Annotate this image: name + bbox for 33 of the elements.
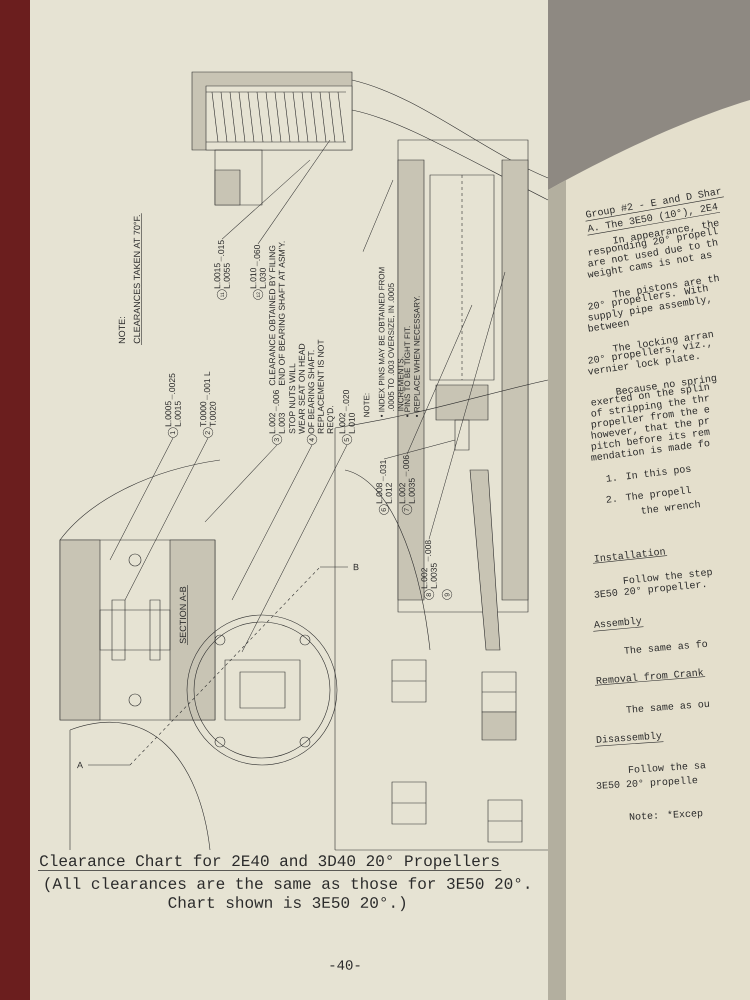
leader-line xyxy=(428,272,506,540)
leader-line xyxy=(222,160,310,240)
leader-line xyxy=(124,438,208,600)
page-text: The same as ou xyxy=(626,702,710,713)
leader-line xyxy=(110,438,174,560)
page-text: Follow the sa xyxy=(628,762,706,773)
page-text: Note: *Excep xyxy=(630,810,702,820)
page-text: the wrench xyxy=(642,500,700,514)
note-text: NOTE: • INDEX PINS MAY BE OBTAINED FROM .0005 TO .003 OVERSIZE, IN .0005 INCREMENTS. • PINS TO BE TIGHT FIT. • REPLACE WHEN NECESSARY. xyxy=(364,267,420,417)
leader-line xyxy=(232,444,312,600)
leader-line xyxy=(362,180,394,252)
page-text: The same as fo xyxy=(624,640,708,654)
page-number: -40- xyxy=(330,960,360,970)
note-heading: CLEARANCES TAKEN AT 70°F. xyxy=(134,213,142,346)
page-text: between xyxy=(588,320,629,332)
section-marker: B xyxy=(354,564,359,570)
section-label: SECTION A-B xyxy=(180,584,188,646)
page-text: 3E50 20° propelle xyxy=(596,776,698,789)
caption-text: (All clearances are the same as those for 3E50 20°. Chart shown is 3E50 20°.) xyxy=(46,877,529,912)
section-heading: Removal from Crank xyxy=(594,668,706,686)
leader-line xyxy=(384,440,456,460)
section-heading: Assembly xyxy=(593,617,644,632)
page-text: 2. The propell xyxy=(606,486,692,503)
note-text: NOTE: xyxy=(118,317,126,344)
leader-line xyxy=(204,444,278,522)
chart-title: Clearance Chart for 2E40 and 3D40 20° Propellers xyxy=(38,854,502,871)
section-heading: Disassembly xyxy=(594,732,664,747)
leader-line xyxy=(258,140,330,244)
leader-line xyxy=(406,304,472,454)
page-text: 1. In this pos xyxy=(606,466,691,482)
section-heading: Installation xyxy=(592,548,668,564)
leader-line xyxy=(242,444,348,652)
section-marker: A xyxy=(77,762,83,768)
